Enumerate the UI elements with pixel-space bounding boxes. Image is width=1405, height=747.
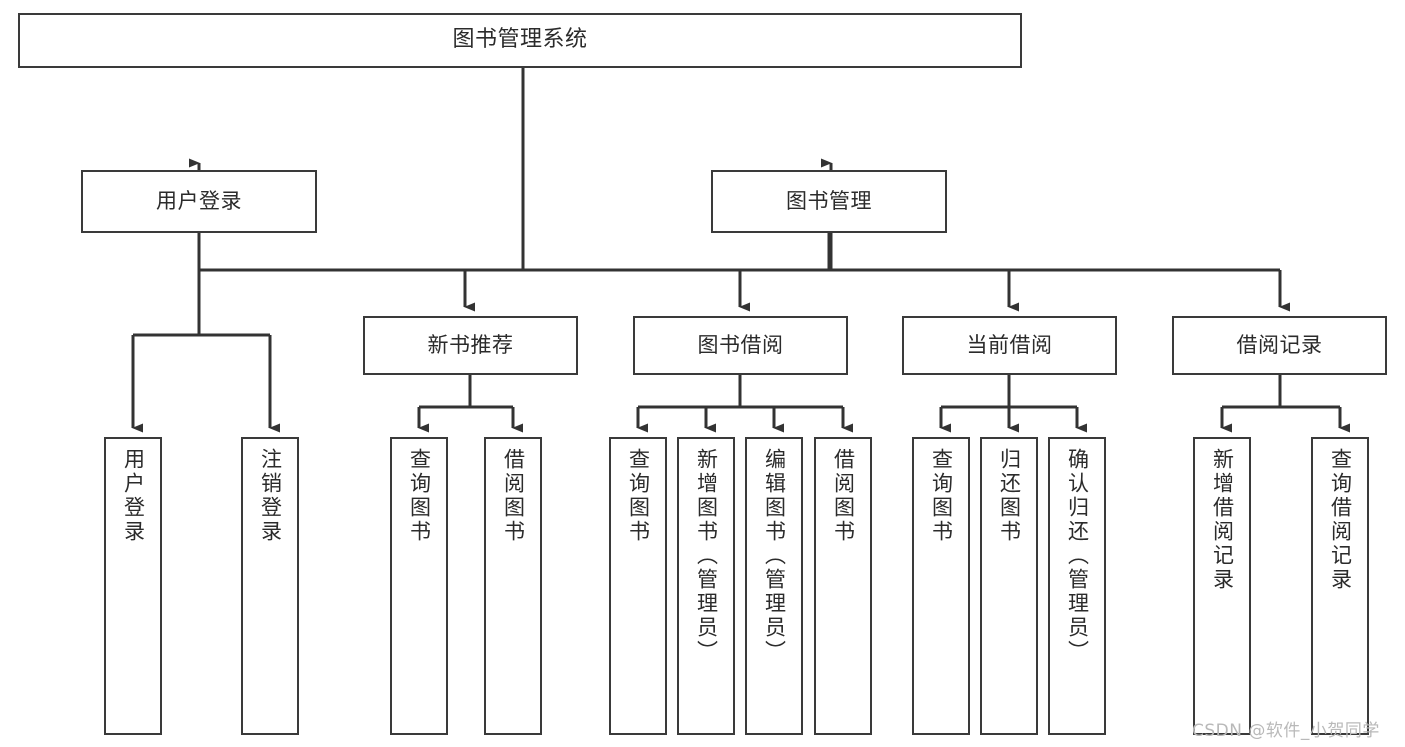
node-label: 用户登录 <box>121 448 146 544</box>
node-book-management[interactable]: 图书管理 <box>711 170 947 233</box>
node-label: 图书管理系统 <box>452 27 588 53</box>
node-label: 查询图书 <box>626 448 651 544</box>
node-borrowing-records[interactable]: 借阅记录 <box>1172 316 1387 375</box>
leaf-record-query-borrow-record[interactable]: 查询借阅记录 <box>1311 437 1369 735</box>
node-label: 新增借阅记录 <box>1210 448 1235 592</box>
leaf-borrow-add-book-admin[interactable]: 新增图书（管理员） <box>677 437 735 735</box>
node-label: 归还图书 <box>997 448 1022 544</box>
leaf-borrow-edit-book-admin[interactable]: 编辑图书（管理员） <box>745 437 803 735</box>
node-label: 用户登录 <box>156 188 242 213</box>
node-label: 查询图书 <box>407 448 432 544</box>
csdn-watermark: CSDN @软件_小贺同学 <box>1192 721 1380 741</box>
node-new-book-recommendation[interactable]: 新书推荐 <box>363 316 578 375</box>
node-label: 借阅图书 <box>501 448 526 544</box>
leaf-new-book-query-books[interactable]: 查询图书 <box>390 437 448 735</box>
node-current-borrowing[interactable]: 当前借阅 <box>902 316 1117 375</box>
leaf-current-query-books[interactable]: 查询图书 <box>912 437 970 735</box>
node-label: 借阅记录 <box>1236 332 1323 357</box>
node-label: 查询图书 <box>929 448 954 544</box>
node-label: 确认归还（管理员） <box>1065 448 1090 664</box>
node-label: 当前借阅 <box>966 332 1053 357</box>
leaf-borrow-query-books[interactable]: 查询图书 <box>609 437 667 735</box>
node-label: 图书管理 <box>786 188 872 213</box>
node-root-book-management-system[interactable]: 图书管理系统 <box>18 13 1022 68</box>
leaf-current-return-books[interactable]: 归还图书 <box>980 437 1038 735</box>
node-label: 编辑图书（管理员） <box>762 448 787 664</box>
leaf-record-add-borrow-record[interactable]: 新增借阅记录 <box>1193 437 1251 735</box>
leaf-new-book-borrow-books[interactable]: 借阅图书 <box>484 437 542 735</box>
node-label: 新书推荐 <box>427 332 514 357</box>
node-label: 图书借阅 <box>697 332 784 357</box>
leaf-current-confirm-return-admin[interactable]: 确认归还（管理员） <box>1048 437 1106 735</box>
node-label: 注销登录 <box>258 448 283 544</box>
node-book-borrowing[interactable]: 图书借阅 <box>633 316 848 375</box>
node-label: 借阅图书 <box>831 448 856 544</box>
leaf-user-login-signout[interactable]: 注销登录 <box>241 437 299 735</box>
leaf-borrow-borrow-books[interactable]: 借阅图书 <box>814 437 872 735</box>
node-user-login[interactable]: 用户登录 <box>81 170 317 233</box>
node-label: 新增图书（管理员） <box>694 448 719 664</box>
leaf-user-login-signin[interactable]: 用户登录 <box>104 437 162 735</box>
node-label: 查询借阅记录 <box>1328 448 1353 592</box>
